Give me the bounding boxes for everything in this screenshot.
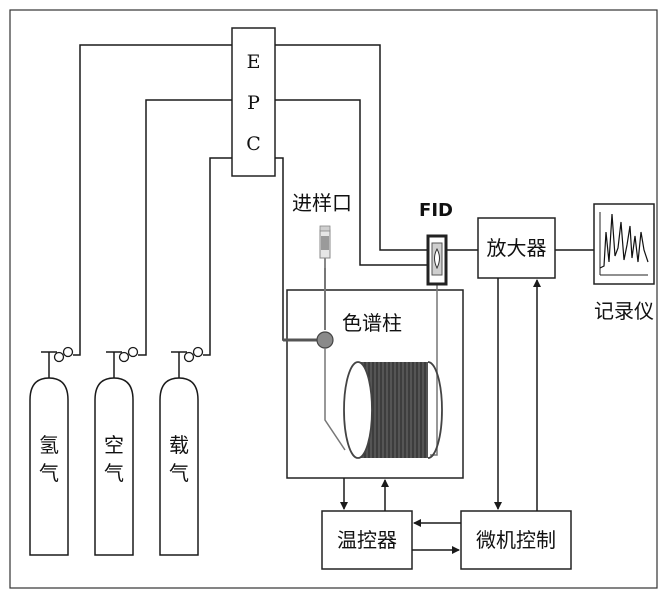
chromatogram-trace <box>599 213 649 269</box>
micro-control-box <box>460 510 572 570</box>
column-label: 色谱柱 <box>342 311 402 335</box>
signal-arrows <box>340 278 541 554</box>
air-gauge-icon <box>118 351 130 363</box>
recorder-box <box>593 203 655 285</box>
epc-to-injector-line <box>275 157 318 341</box>
epc-letter-c: C <box>246 133 261 155</box>
temp-controller-box <box>321 510 413 570</box>
injector-label: 进样口 <box>292 191 352 215</box>
air-cylinder: 空 气 <box>94 346 139 556</box>
epc-letter-e: E <box>247 51 261 73</box>
amplifier-box <box>477 217 556 279</box>
chromatography-column-icon <box>343 361 443 459</box>
epc-unit: E P C <box>231 27 276 177</box>
carrier-line <box>203 157 232 356</box>
carrier-label-2: 气 <box>169 461 189 485</box>
hydrogen-gauge-icon <box>62 346 74 358</box>
flame-icon <box>434 247 440 270</box>
air-label-1: 空 <box>104 433 124 457</box>
gas-cylinders: 氢 气 空 气 载 气 <box>29 346 204 556</box>
air-label-2: 气 <box>104 461 124 485</box>
air-gauge-icon <box>127 346 139 358</box>
epc-to-fid-h2-line <box>275 44 428 251</box>
amplifier-label: 放大器 <box>487 236 547 260</box>
recorder-label: 记录仪 <box>594 299 654 323</box>
column-tubing <box>283 268 438 456</box>
micro-control-label: 微机控制 <box>476 528 556 552</box>
gas-lines <box>73 44 594 356</box>
epc-to-fid-air-line <box>275 99 428 266</box>
hydrogen-gauge-icon <box>53 351 65 363</box>
carrier-gauge-icon <box>192 346 204 358</box>
hydrogen-line <box>73 44 232 356</box>
carrier-label-1: 载 <box>169 433 189 457</box>
temp-controller-label: 温控器 <box>337 528 397 552</box>
epc-letter-p: P <box>247 92 260 114</box>
hydrogen-label-2: 气 <box>39 461 59 485</box>
injector-port-icon <box>316 331 334 349</box>
recorder: 记录仪 <box>593 203 655 323</box>
carrier-cylinder: 载 气 <box>159 346 204 556</box>
fid-label: FID <box>419 200 453 221</box>
column-oven-box <box>286 289 464 479</box>
hydrogen-cylinder: 氢 气 <box>29 346 74 556</box>
air-line <box>138 99 232 356</box>
injector-syringe-icon <box>319 225 331 268</box>
fid-detector: FID <box>419 200 453 286</box>
epc-box <box>231 27 276 177</box>
outer-frame <box>9 9 658 589</box>
carrier-gauge-icon <box>183 351 195 363</box>
hydrogen-label-1: 氢 <box>39 433 59 457</box>
